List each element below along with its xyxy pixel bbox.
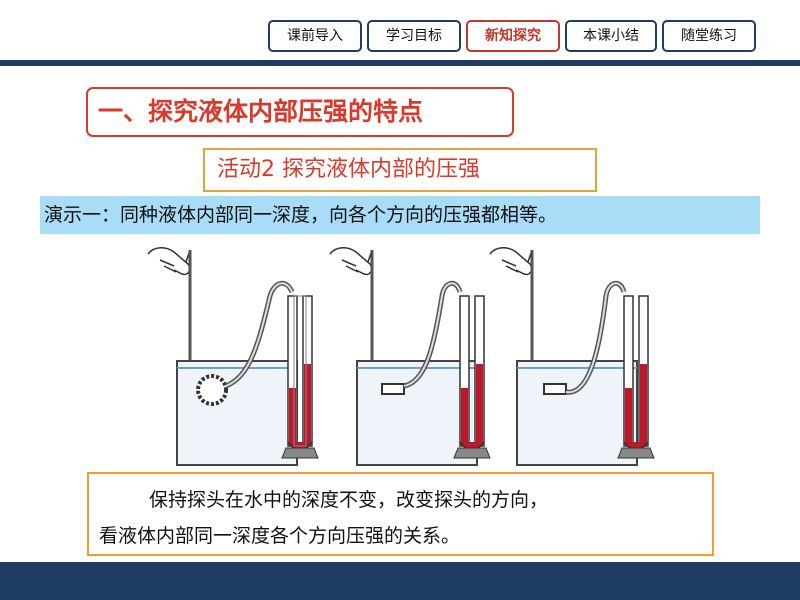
caption-line-2: 看液体内部同一深度各个方向压强的关系。 [99,525,461,547]
caption-box: 保持探头在水中的深度不变，改变探头的方向， 看液体内部同一深度各个方向压强的关系… [87,472,714,556]
probe-head [196,374,228,406]
pressure-apparatus-illustration [147,247,655,466]
apparatus-probe-sideways [147,247,319,466]
u-tube-stand [281,447,319,459]
tab-explore[interactable]: 新知探究 [466,20,560,52]
footer-bar [0,562,800,600]
activity-title: 活动2 探究液体内部的压强 [203,148,597,192]
top-navigation: 课前导入 学习目标 新知探究 本课小结 随堂练习 [268,20,756,52]
section-title: 一、探究液体内部压强的特点 [86,87,514,137]
tab-practice[interactable]: 随堂练习 [662,20,756,52]
tab-intro[interactable]: 课前导入 [268,20,362,52]
apparatus-probe-up [329,247,491,466]
demo-statement: 演示一：同种液体内部同一深度，向各个方向的压强都相等。 [40,196,760,234]
u-tube-stand [453,447,491,459]
liquid-left [625,388,632,446]
liquid-right [640,364,647,446]
hand-icon [147,247,191,276]
hand-icon [489,247,533,276]
header-divider [0,60,800,66]
u-tube-stand [617,447,655,459]
liquid-right [476,364,483,446]
caption-line-1: 保持探头在水中的深度不变，改变探头的方向， [149,489,549,511]
tab-goals[interactable]: 学习目标 [367,20,461,52]
liquid-right [304,364,311,446]
water-container [516,360,638,466]
liquid-left [461,388,468,446]
apparatus-probe-down [489,247,655,466]
hand-icon [329,247,373,276]
probe-head [543,383,567,395]
liquid-left [289,388,296,446]
tab-summary[interactable]: 本课小结 [565,20,657,52]
probe-head [381,383,405,395]
